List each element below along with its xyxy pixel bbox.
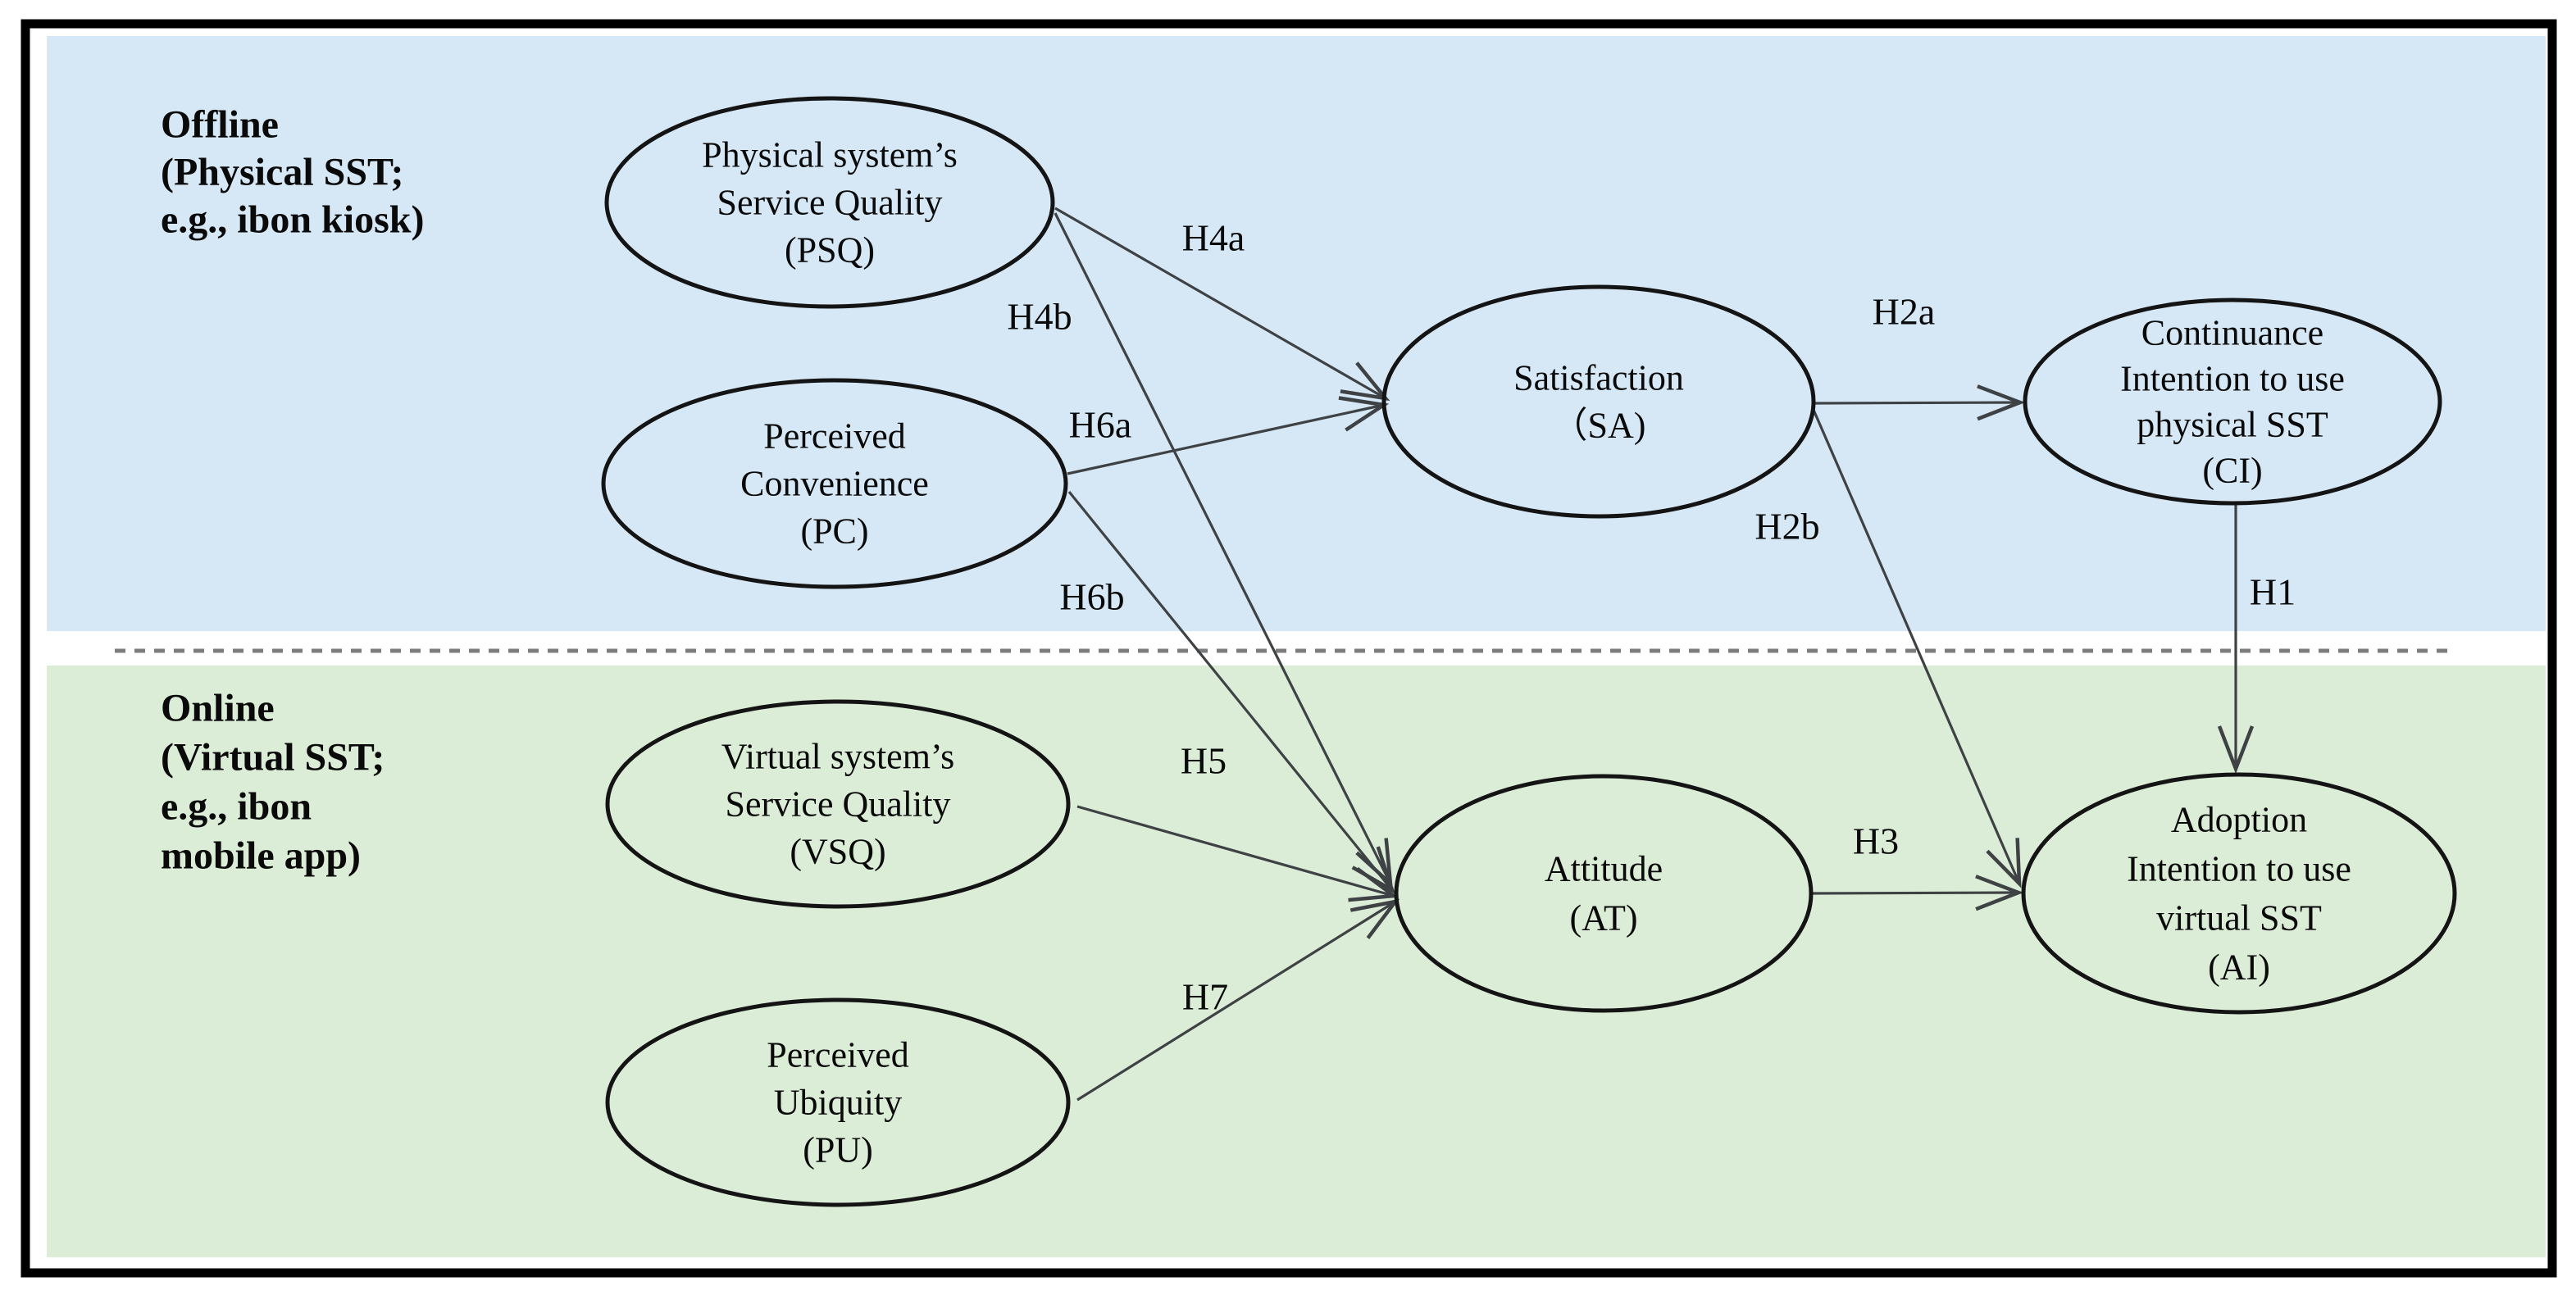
construct-labels: Physical system’s Service Quality (PSQ) … (702, 135, 2351, 1170)
node-label-sa-line-2: （SA) (1552, 406, 1646, 446)
region-labels: Offline (Physical SST; e.g., ibon kiosk)… (161, 103, 424, 878)
arrow-h2b-sa-to-ai (1812, 409, 2022, 888)
hypothesis-labels: H4a H4b H6a H6b H2a H2b H1 H5 H7 H3 (1007, 217, 2296, 1018)
node-label-ai-line-4: (AI) (2208, 947, 2270, 988)
node-label-pc-line-1: Perceived (763, 416, 905, 457)
arrow-h4b-psq-to-at (1054, 212, 1393, 888)
hypothesis-label-h5: H5 (1181, 740, 1227, 782)
node-label-ai-line-3: virtual SST (2156, 898, 2322, 938)
node-label-pu-line-1: Perceived (767, 1035, 908, 1075)
hypothesis-label-h6b: H6b (1059, 576, 1124, 618)
offline-region-label-line-2: (Physical SST; (161, 151, 403, 194)
node-label-psq-line-2: Service Quality (717, 183, 943, 223)
construct-ellipses (601, 96, 2457, 1207)
node-label-psq-line-3: (PSQ) (785, 230, 875, 270)
node-label-ai-line-1: Adoption (2171, 800, 2307, 840)
node-label-ci-line-3: physical SST (2137, 405, 2328, 445)
hypothesis-label-h2a: H2a (1873, 291, 1936, 333)
hypothesis-label-h1: H1 (2250, 571, 2296, 613)
node-label-vsq-line-2: Service Quality (726, 784, 951, 825)
node-ellipse-ai (2021, 772, 2457, 1015)
online-region-label-line-1: Online (161, 687, 275, 730)
node-ellipse-psq (604, 96, 1055, 309)
hypothesis-label-h7: H7 (1182, 976, 1228, 1018)
node-label-pc-line-3: (PC) (800, 511, 868, 552)
node-ellipse-pc (601, 378, 1068, 589)
node-label-ci-line-1: Continuance (2141, 313, 2323, 353)
online-region-label-line-3: e.g., ibon (161, 785, 312, 829)
arrow-h5-vsq-to-at (1076, 805, 1400, 902)
online-region-label-line-2: (Virtual SST; (161, 736, 385, 779)
node-ellipse-ci (2023, 298, 2442, 506)
node-label-pu-line-2: Ubiquity (774, 1083, 902, 1123)
arrow-h6a-pc-to-sa (1067, 396, 1390, 475)
hypothesis-label-h4b: H4b (1007, 296, 1072, 338)
node-label-pu-line-3: (PU) (803, 1130, 873, 1170)
hypothesis-label-h2b: H2b (1755, 506, 1819, 548)
arrow-h6b-pc-to-at (1067, 490, 1395, 894)
hypothesis-label-h6a: H6a (1069, 404, 1132, 446)
node-ellipse-pu (605, 997, 1071, 1207)
node-label-vsq-line-1: Virtual system’s (721, 737, 955, 777)
node-label-ai-line-2: Intention to use (2127, 849, 2351, 889)
online-region-label-line-4: mobile app) (161, 834, 361, 878)
offline-region-label-line-3: e.g., ibon kiosk) (161, 198, 424, 242)
node-label-at-line-1: Attitude (1545, 849, 1663, 889)
figure-border (20, 19, 2557, 1278)
online-region-background (47, 666, 2546, 1257)
node-label-vsq-line-3: (VSQ) (790, 832, 885, 872)
arrows (1054, 207, 2255, 1102)
node-label-ci-line-4: (CI) (2202, 451, 2262, 491)
arrow-h2a-sa-to-ci (1814, 384, 2026, 421)
hypothesis-label-h3: H3 (1853, 820, 1899, 862)
node-ellipse-vsq (605, 699, 1071, 909)
node-ellipse-at (1394, 774, 1814, 1013)
arrow-h4a-psq-to-sa (1054, 207, 1390, 402)
node-label-ci-line-2: Intention to use (2120, 359, 2345, 399)
node-label-pc-line-2: Convenience (740, 464, 929, 504)
node-ellipse-sa (1381, 284, 1816, 519)
offline-region-label-line-1: Offline (161, 103, 279, 147)
node-label-psq-line-1: Physical system’s (702, 135, 958, 175)
offline-region-background (47, 36, 2546, 631)
node-label-at-line-2: (AT) (1569, 898, 1637, 938)
node-label-sa-line-1: Satisfaction (1513, 358, 1684, 398)
hypothesis-label-h4a: H4a (1182, 217, 1245, 259)
arrow-h7-pu-to-at (1076, 898, 1400, 1102)
